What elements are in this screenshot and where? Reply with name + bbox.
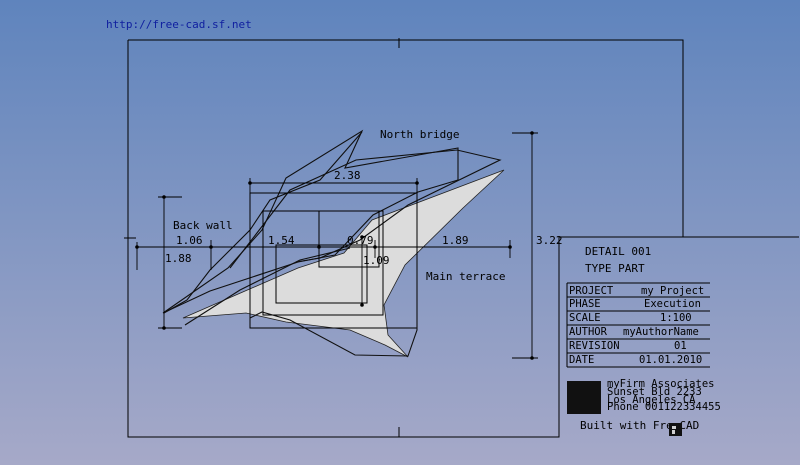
- dim-label-right-segment: 1.89: [442, 234, 469, 247]
- firm-name: myFirm Associates: [607, 378, 714, 390]
- title-block: PROJECT my Project PHASE Execution SCALE…: [566, 282, 710, 368]
- date-label: DATE: [569, 354, 594, 366]
- freecad-logo-icon: [669, 423, 682, 436]
- dim-label-left-segment: 1.06: [176, 234, 203, 247]
- website-url[interactable]: http://free-cad.sf.net: [106, 18, 252, 31]
- drawing-frame: [127, 39, 799, 438]
- detail-number: DETAIL 001: [585, 245, 651, 258]
- author-value: myAuthorName: [623, 326, 699, 338]
- project-label: PROJECT: [569, 285, 614, 297]
- dim-label-inner-segment: 0.79: [347, 234, 374, 247]
- firm-street: Sunset Bld 2233: [607, 386, 702, 398]
- label-main-terrace: Main terrace: [426, 270, 505, 283]
- dim-label-total-height: 3.22: [536, 234, 563, 247]
- phase-label: PHASE: [569, 298, 601, 310]
- scale-label: SCALE: [569, 312, 601, 324]
- dim-label-left-height: 1.88: [165, 252, 192, 265]
- firm-phone: Phone 001122334455: [607, 401, 721, 413]
- firm-city: Los Angeles CA: [607, 394, 696, 406]
- dim-label-top: 2.38: [334, 169, 361, 182]
- inner-cutout: [275, 244, 368, 304]
- scale-value: 1:100: [660, 312, 692, 324]
- main-terrace-shape: [182, 169, 505, 358]
- phase-value: Execution: [644, 298, 701, 310]
- revision-value: 01: [674, 340, 687, 352]
- dim-label-inner-height: 1.09: [363, 254, 390, 267]
- revision-label: REVISION: [569, 340, 620, 352]
- detail-type: TYPE PART: [585, 262, 645, 275]
- project-value: my Project: [641, 285, 704, 297]
- lower-outline: [249, 258, 418, 357]
- label-back-wall: Back wall: [173, 219, 233, 232]
- section-rect-inner: [318, 210, 380, 268]
- north-bridge-inner: [184, 247, 351, 326]
- date-value: 01.01.2010: [639, 354, 702, 366]
- label-north-bridge: North bridge: [380, 128, 459, 141]
- author-label: AUTHOR: [569, 326, 608, 338]
- dim-label-mid-segment: 1.54: [268, 234, 295, 247]
- firm-logo-icon: [567, 381, 601, 414]
